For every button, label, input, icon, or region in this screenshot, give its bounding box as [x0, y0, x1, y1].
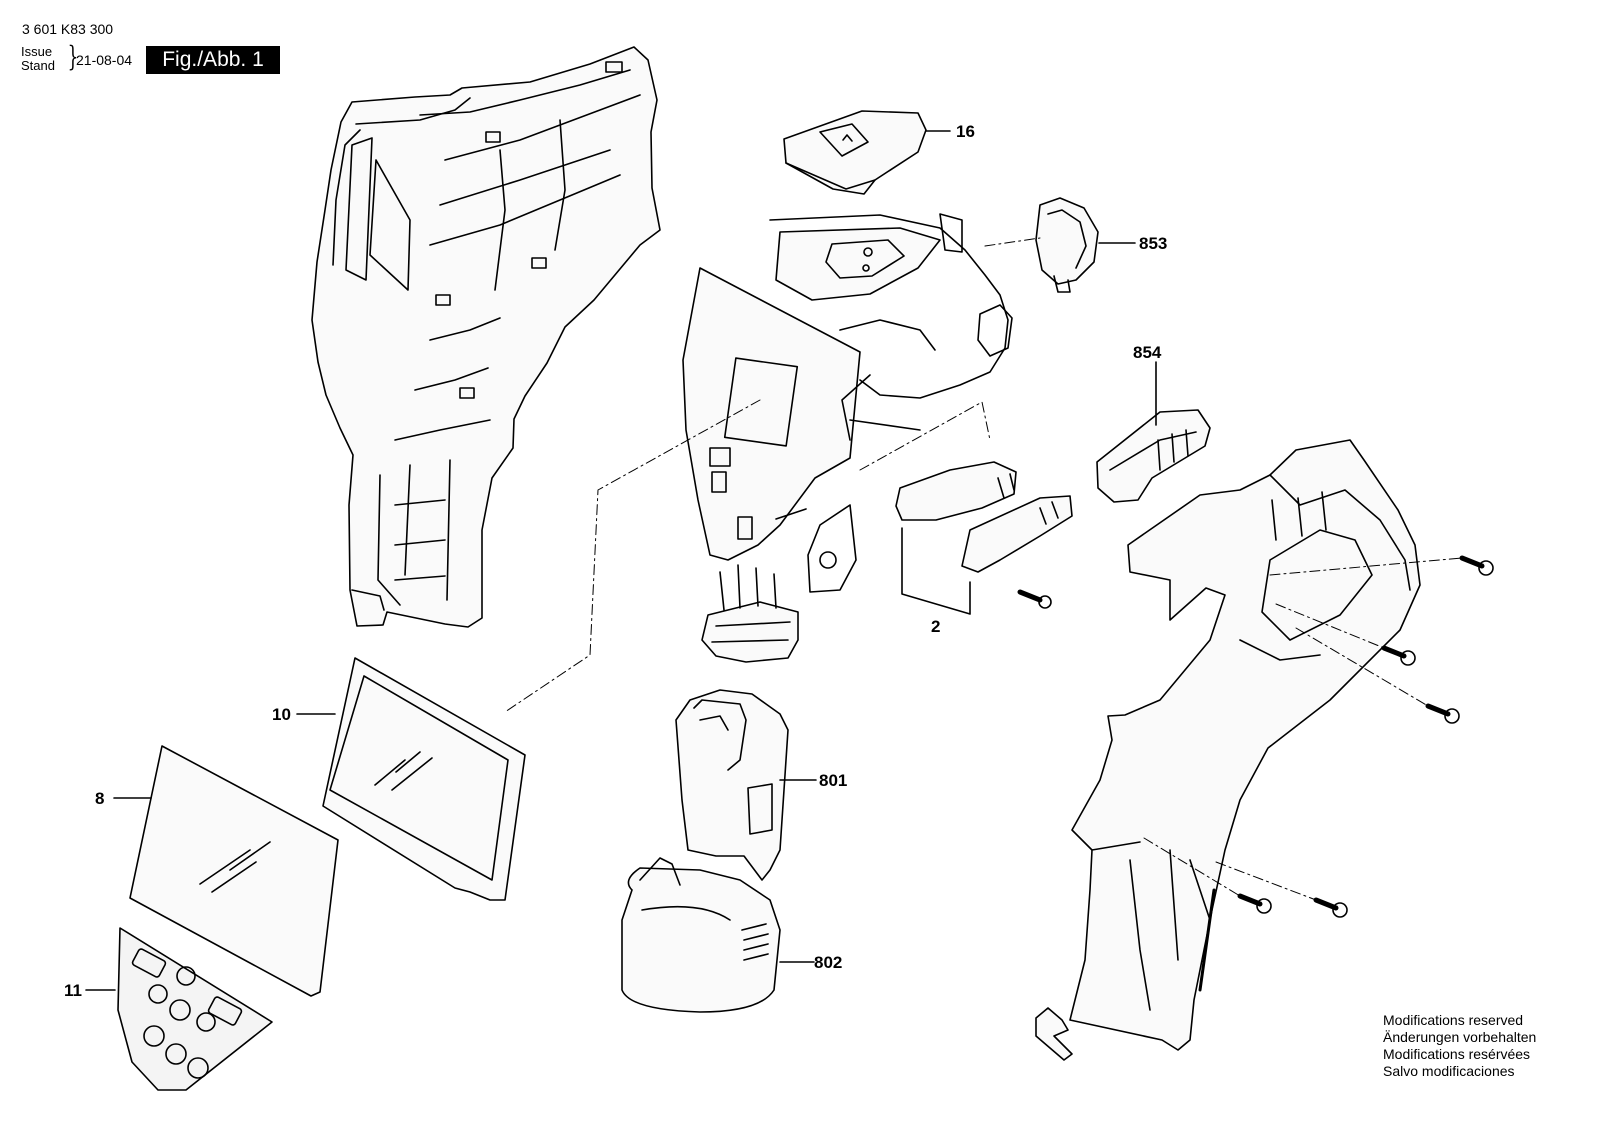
part-854-clip	[1096, 361, 1211, 503]
callout-801: 801	[819, 771, 847, 790]
front-housing-part	[1069, 439, 1421, 1051]
callout-8: 8	[95, 789, 104, 808]
figure-label: Fig./Abb. 1	[146, 46, 280, 74]
part-16-lens-cover	[783, 110, 951, 195]
part-802-battery-cup	[621, 857, 815, 1013]
screw-5	[1313, 897, 1348, 918]
part-10-display-frame	[296, 657, 526, 901]
note-line: Änderungen vorbehalten	[1383, 1029, 1537, 1045]
rear-housing-part	[311, 46, 661, 628]
callout-11: 11	[64, 981, 82, 1000]
callout-10: 10	[272, 705, 291, 724]
screws-group	[1237, 555, 1494, 918]
part-853-cap	[1035, 197, 1136, 293]
screw-4	[1237, 893, 1272, 914]
callout-802: 802	[814, 953, 842, 972]
part-801-battery-adapter	[675, 689, 817, 881]
screw-1	[1459, 555, 1494, 576]
sensor-base-part	[701, 564, 799, 663]
note-line: Modifications reserved	[1383, 1012, 1524, 1028]
document-number: 3 601 K83 300	[22, 21, 114, 37]
brace-glyph: }	[67, 40, 79, 73]
stand-label: Stand	[21, 58, 55, 73]
part-8-protective-glass	[113, 745, 339, 997]
callout-853: 853	[1139, 234, 1167, 253]
callout-854: 854	[1133, 343, 1162, 362]
issue-date: 21-08-04	[76, 52, 133, 68]
part-2-switch-assembly	[895, 461, 1073, 615]
assembly-guide-lines	[504, 237, 1463, 901]
note-line: Modifications resérvées	[1383, 1046, 1531, 1062]
callout-labels: 16 853 854 2 10 8 801 802 11	[64, 122, 1167, 1000]
core-module-assembly	[682, 213, 1013, 593]
callout-16: 16	[956, 122, 975, 141]
part-11-keypad	[85, 927, 273, 1091]
issue-label: Issue	[21, 44, 53, 59]
screw-2	[1381, 645, 1416, 666]
note-line: Salvo modificaciones	[1383, 1063, 1515, 1079]
modification-notes: Modifications reserved Änderungen vorbeh…	[1383, 1012, 1536, 1080]
callout-2: 2	[931, 617, 940, 636]
screw-3	[1425, 703, 1460, 724]
u-clip-part	[1035, 1007, 1073, 1061]
issue-stand-label: Issue Stand	[21, 45, 55, 73]
